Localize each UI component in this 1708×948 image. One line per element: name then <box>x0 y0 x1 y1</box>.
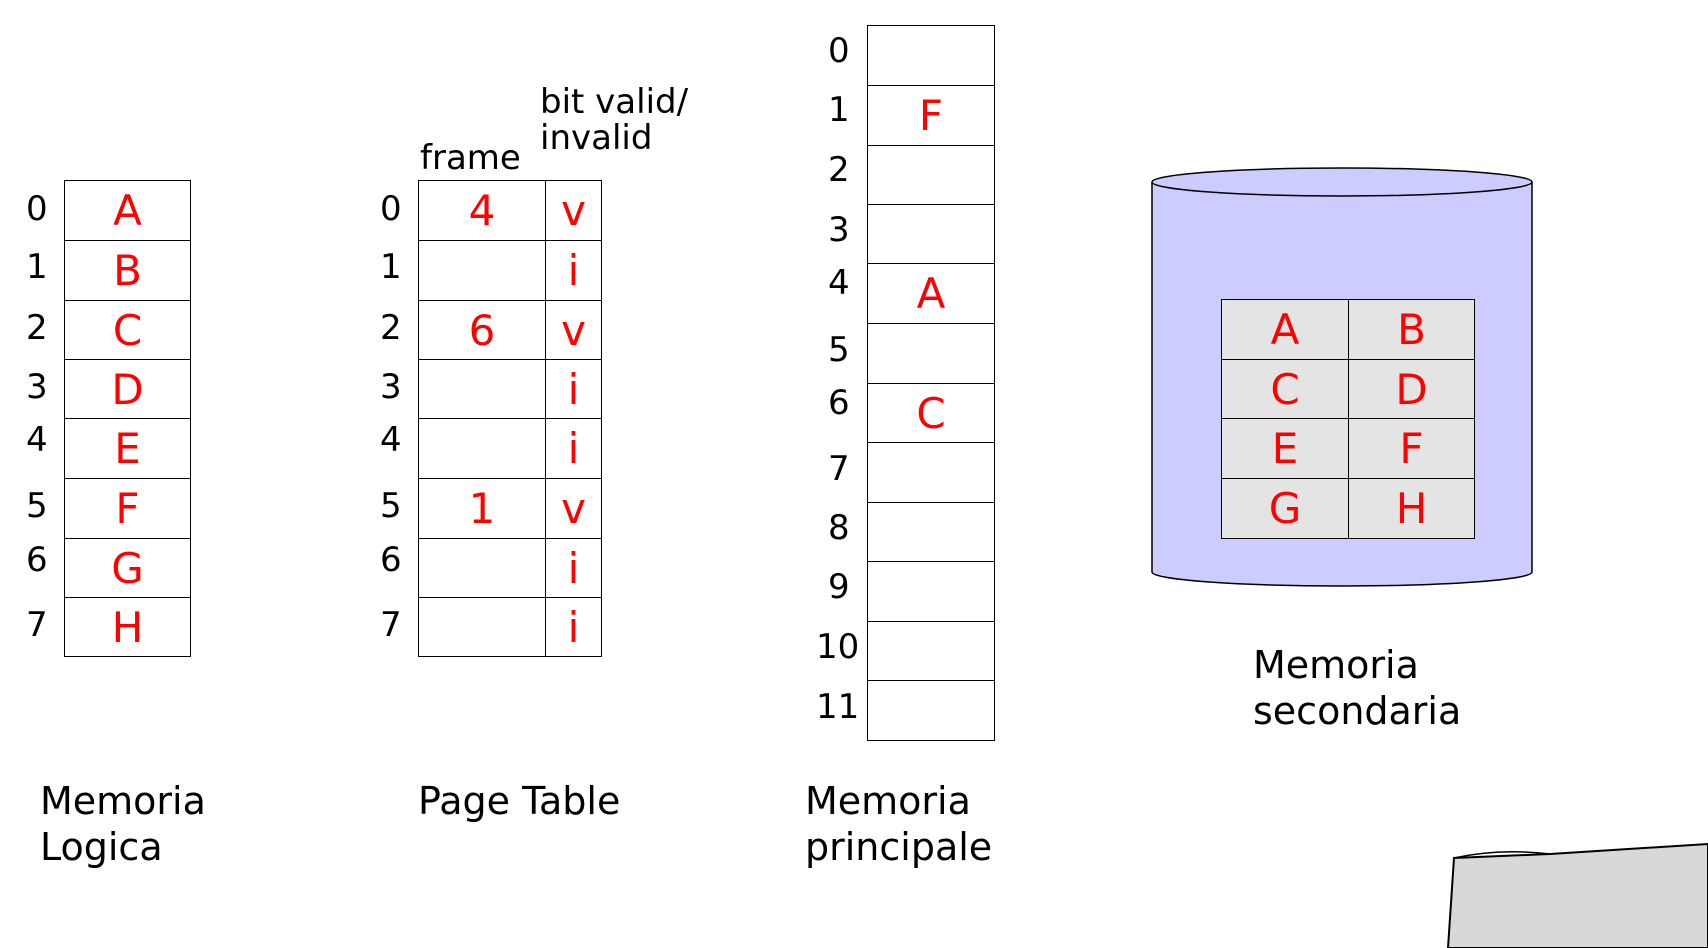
bit-column-header-line1: bit valid/ <box>540 82 689 122</box>
main-memory-title-line2: principale <box>805 825 993 869</box>
memory-frame-cell <box>867 204 995 264</box>
frame-index-3: 3 <box>828 210 850 250</box>
frame-index-9: 9 <box>828 567 850 607</box>
disk-page-cell: B <box>1348 299 1475 360</box>
memory-frame-cell <box>867 145 995 205</box>
frame-index-11: 11 <box>816 687 860 727</box>
logical-index-4: 4 <box>26 420 48 460</box>
disk-page-cell: H <box>1348 478 1475 539</box>
page-table-index-1: 1 <box>380 247 402 287</box>
logical-memory-title-line1: Memoria <box>40 779 206 823</box>
memory-frame-cell <box>867 442 995 503</box>
page-table-index-0: 0 <box>380 189 402 229</box>
logical-page-cell: G <box>64 538 191 598</box>
page-table-index-6: 6 <box>380 540 402 580</box>
disk-page-cell: C <box>1221 359 1349 419</box>
logical-index-3: 3 <box>26 367 48 407</box>
logical-memory-title-line2: Logica <box>40 825 163 869</box>
frame-cell: 4 <box>418 180 546 241</box>
logical-page-cell: B <box>64 240 191 301</box>
disk-page-cell: F <box>1348 418 1475 479</box>
logical-page-cell: C <box>64 300 191 360</box>
memory-frame-cell: F <box>867 85 995 146</box>
valid-bit-cell: i <box>545 359 602 419</box>
memory-frame-cell <box>867 621 995 681</box>
memory-frame-cell <box>867 561 995 622</box>
memory-frame-cell <box>867 502 995 562</box>
memory-frame-cell: C <box>867 383 995 443</box>
logical-page-cell: H <box>64 597 191 657</box>
logical-index-1: 1 <box>26 247 48 287</box>
valid-bit-cell: v <box>545 478 602 539</box>
frame-cell <box>418 359 546 419</box>
valid-bit-cell: v <box>545 300 602 360</box>
disk-page-cell: D <box>1348 359 1475 419</box>
page-table-index-2: 2 <box>380 308 402 348</box>
frame-cell: 6 <box>418 300 546 360</box>
memory-frame-cell: A <box>867 263 995 324</box>
frame-column-header: frame <box>420 138 521 178</box>
frame-index-1: 1 <box>828 90 850 130</box>
secondary-memory-title-line1: Memoria <box>1253 643 1419 687</box>
logical-index-7: 7 <box>26 605 48 645</box>
valid-bit-cell: v <box>545 180 602 241</box>
frame-index-4: 4 <box>828 263 850 303</box>
logical-index-2: 2 <box>26 308 48 348</box>
frame-cell: 1 <box>418 478 546 539</box>
page-table-title: Page Table <box>418 779 621 823</box>
logical-page-cell: F <box>64 478 191 539</box>
frame-index-10: 10 <box>816 627 860 667</box>
frame-cell <box>418 538 546 598</box>
logical-index-5: 5 <box>26 486 48 526</box>
frame-cell <box>418 597 546 657</box>
frame-index-6: 6 <box>828 383 850 423</box>
disk-page-cell: A <box>1221 299 1349 360</box>
logical-page-cell: D <box>64 359 191 419</box>
frame-index-5: 5 <box>828 330 850 370</box>
bit-column-header-line2: invalid <box>540 118 653 158</box>
logical-index-6: 6 <box>26 540 48 580</box>
logical-page-cell: E <box>64 418 191 479</box>
corner-decoration-icon <box>1446 842 1708 948</box>
valid-bit-cell: i <box>545 240 602 301</box>
memory-frame-cell <box>867 323 995 384</box>
frame-index-2: 2 <box>828 150 850 190</box>
valid-bit-cell: i <box>545 538 602 598</box>
page-table-index-7: 7 <box>380 605 402 645</box>
frame-index-7: 7 <box>828 449 850 489</box>
memory-frame-cell <box>867 680 995 741</box>
disk-page-cell: E <box>1221 418 1349 479</box>
frame-cell <box>418 240 546 301</box>
logical-page-cell: A <box>64 180 191 241</box>
frame-index-8: 8 <box>828 508 850 548</box>
memory-frame-cell <box>867 25 995 86</box>
secondary-memory-title-line2: secondaria <box>1253 689 1462 733</box>
valid-bit-cell: i <box>545 597 602 657</box>
frame-index-0: 0 <box>828 31 850 71</box>
valid-bit-cell: i <box>545 418 602 479</box>
disk-page-cell: G <box>1221 478 1349 539</box>
logical-index-0: 0 <box>26 189 48 229</box>
page-table-index-4: 4 <box>380 420 402 460</box>
frame-cell <box>418 418 546 479</box>
main-memory-title-line1: Memoria <box>805 779 971 823</box>
page-table-index-3: 3 <box>380 367 402 407</box>
page-table-index-5: 5 <box>380 486 402 526</box>
